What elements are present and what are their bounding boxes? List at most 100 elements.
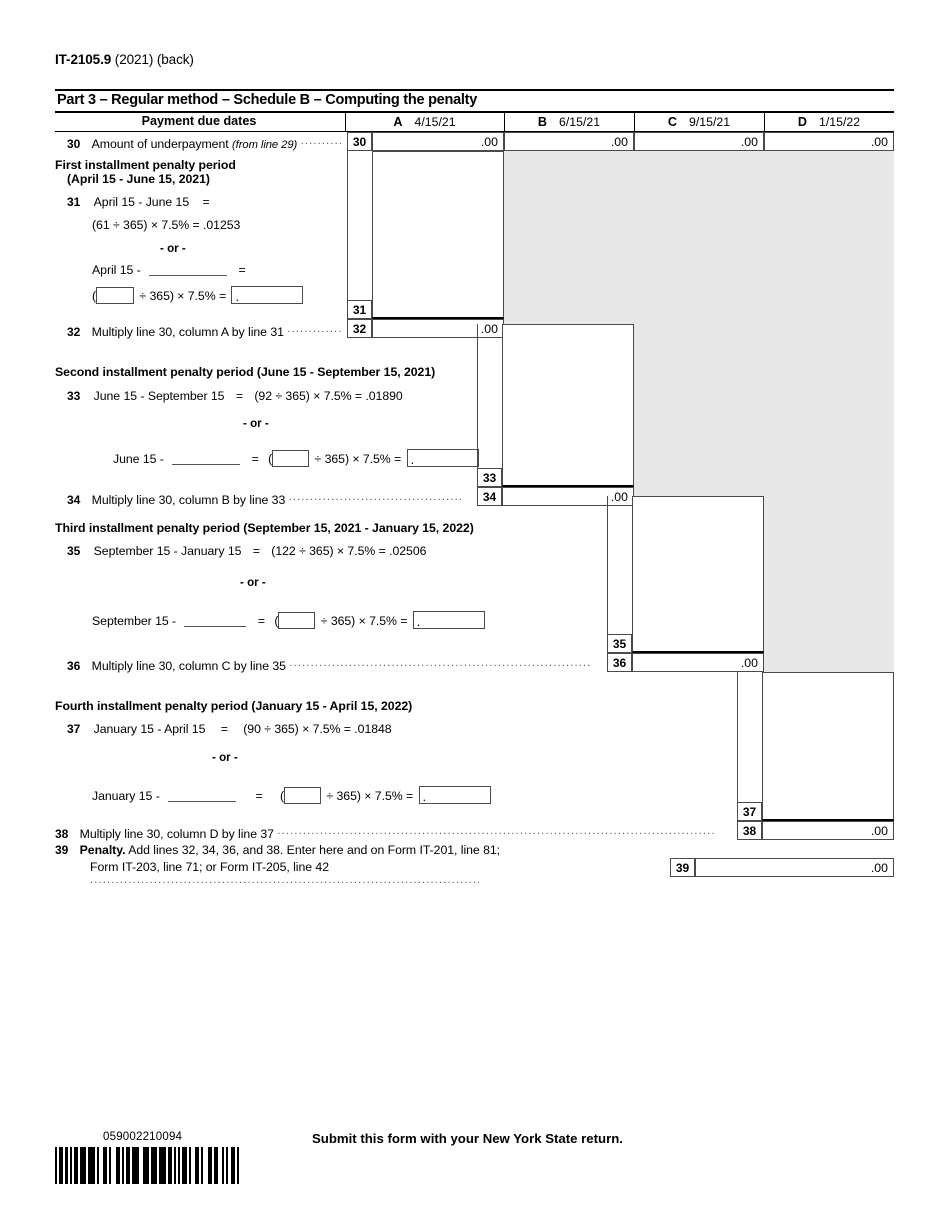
line-30-value-d[interactable]: .00	[764, 132, 894, 151]
line-35-formula: (122 ÷ 365) × 7.5% = .02506	[271, 544, 427, 558]
barcode-image	[55, 1147, 241, 1184]
line-38-number-label: 38	[55, 827, 69, 841]
form-number: IT-2105.9	[55, 52, 112, 67]
line-30-number-label: 30	[67, 137, 81, 151]
period-1-heading-line2: (April 15 - June 15, 2021)	[67, 172, 210, 186]
column-date-d: 1/15/22	[819, 115, 861, 129]
line-34-cents: .00	[610, 490, 628, 504]
line-39-penalty-word: Penalty.	[79, 843, 126, 857]
line-31-number-box: 31	[347, 300, 372, 319]
line-38-cents: .00	[870, 824, 888, 838]
line-37-alt-row: January 15 - = ( ÷ 365) × 7.5% = .	[92, 786, 491, 804]
line-31-formula-row: 31 April 15 - June 15 =	[67, 195, 210, 209]
line-36-label: 36 Multiply line 30, column C by line 35…	[67, 657, 607, 673]
line-33-value-b[interactable]	[502, 324, 634, 487]
line-30-label: 30 Amount of underpayment (from line 29)…	[67, 135, 343, 151]
line-38-text: Multiply line 30, column D by line 37	[79, 827, 274, 841]
line-30-cents-d: .00	[870, 135, 888, 149]
line-39-label-row1: 39 Penalty. Add lines 32, 34, 36, and 38…	[55, 843, 500, 857]
line-31-value-a[interactable]	[372, 151, 504, 319]
header-separator-4	[764, 113, 765, 131]
line-32-label: 32 Multiply line 30, column A by line 31…	[67, 323, 343, 339]
header-separator-1	[345, 113, 346, 131]
line-31-alt-prefix: April 15 -	[92, 263, 141, 277]
period-3-heading: Third installment penalty period (Septem…	[55, 521, 474, 535]
line-35-alt-prefix: September 15 -	[92, 614, 177, 628]
barcode-number: 059002210094	[103, 1131, 183, 1143]
line-35-alt-open-paren: (	[274, 614, 279, 628]
column-header-rule	[55, 131, 894, 132]
line-30-cents-a: .00	[480, 135, 498, 149]
line-33-alt-result-input[interactable]: .	[406, 449, 479, 467]
line-37-alt-date-input[interactable]	[168, 801, 237, 802]
line-34-text: Multiply line 30, column B by line 33	[91, 493, 286, 507]
line-39-text: Add lines 32, 34, 36, and 38. Enter here…	[128, 843, 501, 857]
line-37-number-box: 37	[737, 802, 762, 821]
line-39-value[interactable]: .00	[695, 858, 894, 877]
line-31-alt-result-input[interactable]: .	[231, 286, 304, 304]
form-year-back: (2021) (back)	[114, 52, 194, 67]
line-35-alt-days-input[interactable]	[278, 612, 316, 629]
line-33-alt-date-input[interactable]	[172, 464, 241, 465]
line-35-left-edge	[607, 496, 608, 634]
line-35-alt-result-input[interactable]: .	[412, 611, 485, 629]
decimal-point-icon: .	[410, 452, 415, 467]
line-33-formula-label: June 15 - September 15	[93, 389, 225, 403]
period-2-heading: Second installment penalty period (June …	[55, 365, 436, 379]
line-30-value-a[interactable]: .00	[372, 132, 504, 151]
line-31-alt-row2: ( ÷ 365) × 7.5% = .	[92, 286, 304, 304]
column-letter-d: D	[797, 115, 808, 129]
column-letter-a: A	[393, 115, 403, 129]
line-31-or-separator: - or -	[160, 242, 186, 255]
line-35-value-c[interactable]	[632, 496, 764, 653]
line-30-text: Amount of underpayment	[91, 137, 229, 151]
line-31-alt-date-input[interactable]	[149, 275, 228, 276]
line-33-or-separator: - or -	[243, 417, 269, 430]
line-36-value-c[interactable]: .00	[632, 653, 764, 672]
line-30-cents-b: .00	[610, 135, 628, 149]
line-39-cents: .00	[870, 861, 888, 875]
shaded-region-3	[764, 496, 894, 672]
line-30-leader: ..........	[300, 135, 343, 147]
decimal-point-icon: .	[235, 289, 240, 304]
column-letter-b: B	[537, 115, 548, 129]
line-37-value-d[interactable]	[762, 672, 894, 821]
line-34-label: 34 Multiply line 30, column B by line 33…	[67, 491, 477, 507]
line-35-alt-row: September 15 - = ( ÷ 365) × 7.5% = .	[92, 611, 485, 629]
line-31-formula-label: April 15 - June 15	[93, 195, 190, 209]
line-30-text-italic: (from line 29)	[231, 139, 298, 151]
line-31-alt-days-input[interactable]	[96, 287, 135, 304]
line-30-value-b[interactable]: .00	[504, 132, 634, 151]
line-33-equals: =	[235, 389, 243, 403]
line-38-value-d[interactable]: .00	[762, 821, 894, 840]
line-34-value-b[interactable]: .00	[502, 487, 634, 506]
column-date-a: 4/15/21	[414, 115, 456, 129]
line-37-alt-result-input[interactable]: .	[418, 786, 491, 804]
line-36-number-label: 36	[67, 659, 81, 673]
line-37-alt-days-input[interactable]	[284, 787, 322, 804]
line-31-alt-equals: =	[238, 263, 246, 277]
line-33-number-label: 33	[67, 389, 81, 403]
line-32-value-a[interactable]: .00	[372, 319, 504, 338]
line-33-number-box: 33	[477, 468, 502, 487]
line-33-formula-row: 33 June 15 - September 15 = (92 ÷ 365) ×…	[67, 389, 403, 403]
line-36-number-box: 36	[607, 653, 632, 672]
line-30-value-c[interactable]: .00	[634, 132, 764, 151]
line-31-number-label: 31	[67, 195, 81, 209]
period-4-heading: Fourth installment penalty period (Janua…	[55, 699, 413, 713]
payment-due-dates-header: Payment due dates	[141, 114, 257, 128]
line-35-alt-date-input[interactable]	[184, 626, 247, 627]
line-32-number-box: 32	[347, 319, 372, 338]
part3-title: Part 3 – Regular method – Schedule B – C…	[57, 92, 478, 108]
column-header-a: A 4/15/21	[345, 115, 504, 131]
line-31-alt-row1: April 15 - =	[92, 263, 246, 277]
line-38-number-box: 38	[737, 821, 762, 840]
line-31-left-edge	[347, 151, 348, 300]
part3-bottom-rule	[55, 111, 894, 113]
decimal-point-icon: .	[416, 614, 421, 629]
header-separator-3	[634, 113, 635, 131]
line-33-left-edge	[477, 324, 478, 468]
line-33-alt-days-input[interactable]	[272, 450, 310, 467]
